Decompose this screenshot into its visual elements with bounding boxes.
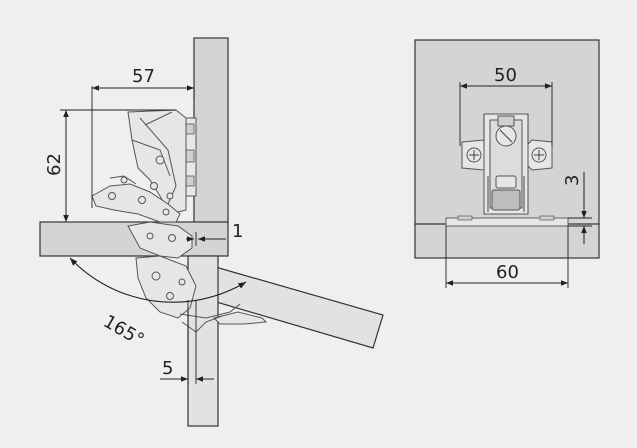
dim-3-label: 3 (562, 175, 583, 186)
dim-57-label: 57 (132, 66, 155, 87)
front-view: 50 3 60 (414, 39, 600, 288)
door-open-position (195, 263, 384, 349)
side-view: 165° 57 62 1 5 (39, 37, 384, 427)
plate-screw-mid (185, 149, 195, 163)
cabinet-side-panel (193, 37, 229, 225)
angle-label: 165° (100, 311, 148, 351)
dim-5-label: 5 (162, 358, 173, 379)
dim-1-label: 1 (232, 221, 243, 242)
dim-62-label: 62 (44, 153, 65, 176)
front-hinge-body (461, 113, 553, 215)
strip-tab-left (457, 215, 473, 221)
dim-60-label: 60 (496, 262, 519, 283)
plate-screw-top (185, 123, 195, 135)
opening-angle-arc (69, 257, 247, 303)
front-mount-strip (445, 217, 569, 227)
plate-screw-bottom (185, 175, 195, 187)
dim-50-label: 50 (494, 65, 517, 86)
hinge-arm-swing (91, 175, 181, 223)
strip-tab-right (539, 215, 555, 221)
front-door-edge (414, 223, 600, 259)
